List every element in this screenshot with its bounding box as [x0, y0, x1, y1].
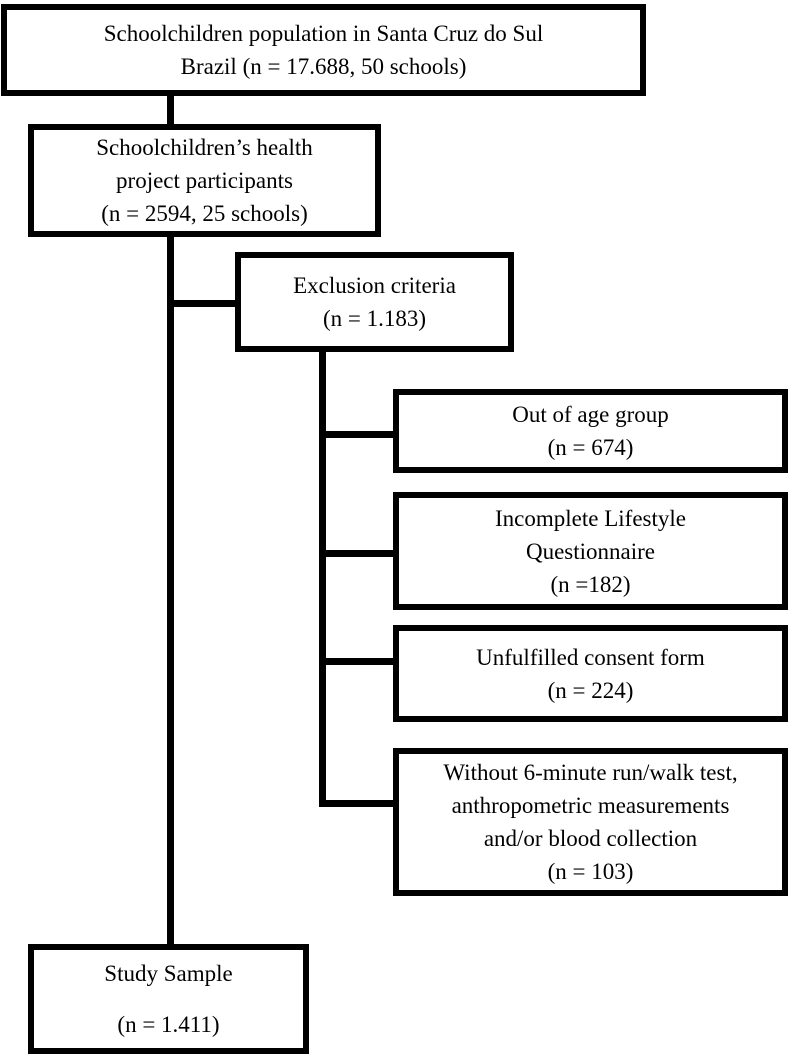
node-incomplete-line-2: Questionnaire — [525, 538, 655, 564]
node-out-of-age-line-1: Out of age group — [512, 402, 669, 427]
node-exclusion-line-2: (n = 1.183) — [322, 306, 427, 331]
node-participants: Schoolchildren’s health project particip… — [28, 124, 381, 237]
node-out-of-age-line-2: (n = 674) — [547, 435, 634, 460]
node-population-line-1: Schoolchildren population in Santa Cruz … — [103, 21, 544, 46]
node-incomplete-lifestyle-questionnaire: Incomplete Lifestyle Questionnaire (n =1… — [393, 492, 788, 610]
node-unfulfilled-line-2: (n = 224) — [547, 677, 634, 703]
edge-participants-study-sample — [167, 235, 174, 947]
node-participants-line-1: Schoolchildren’s health — [96, 135, 313, 160]
node-without-tests-line-2: anthropometric measurements — [451, 793, 730, 818]
node-unfulfilled-line-1: Unfulfilled consent form — [476, 644, 705, 670]
node-population-line-2: Brazil (n = 17.688, 50 schools) — [180, 54, 467, 79]
edge-exclusion-without-tests — [324, 800, 394, 807]
node-study-sample-line-2: (n = 1.411) — [117, 1012, 220, 1037]
edge-participants-exclusion — [172, 300, 236, 307]
node-exclusion-line-1: Exclusion criteria — [293, 273, 456, 298]
node-without-tests-line-1: Without 6-minute run/walk test, — [443, 760, 738, 785]
node-population: Schoolchildren population in Santa Cruz … — [1, 4, 646, 96]
node-without-tests: Without 6-minute run/walk test, anthropo… — [393, 748, 788, 896]
node-out-of-age-group: Out of age group (n = 674) — [393, 389, 788, 473]
edge-exclusion-unfulfilled-consent — [324, 658, 394, 665]
edge-exclusion-out-of-age — [324, 431, 394, 438]
node-study-sample: Study Sample (n = 1.411) — [28, 944, 309, 1054]
node-participants-line-3: (n = 2594, 25 schools) — [101, 201, 308, 226]
node-incomplete-line-3: (n =182) — [550, 571, 631, 597]
node-unfulfilled-consent-form: Unfulfilled consent form (n = 224) — [393, 625, 788, 722]
edge-population-participants — [167, 94, 174, 126]
node-exclusion-criteria: Exclusion criteria (n = 1.183) — [235, 252, 514, 352]
edge-exclusion-incomplete-questionnaire — [324, 550, 394, 557]
node-study-sample-line-1: Study Sample — [104, 961, 233, 986]
node-without-tests-line-4: (n = 103) — [547, 859, 634, 884]
edge-exclusion-trunk — [319, 350, 326, 807]
node-without-tests-line-3: and/or blood collection — [483, 826, 698, 851]
node-participants-line-2: project participants — [116, 168, 293, 193]
node-incomplete-line-1: Incomplete Lifestyle — [495, 505, 686, 531]
